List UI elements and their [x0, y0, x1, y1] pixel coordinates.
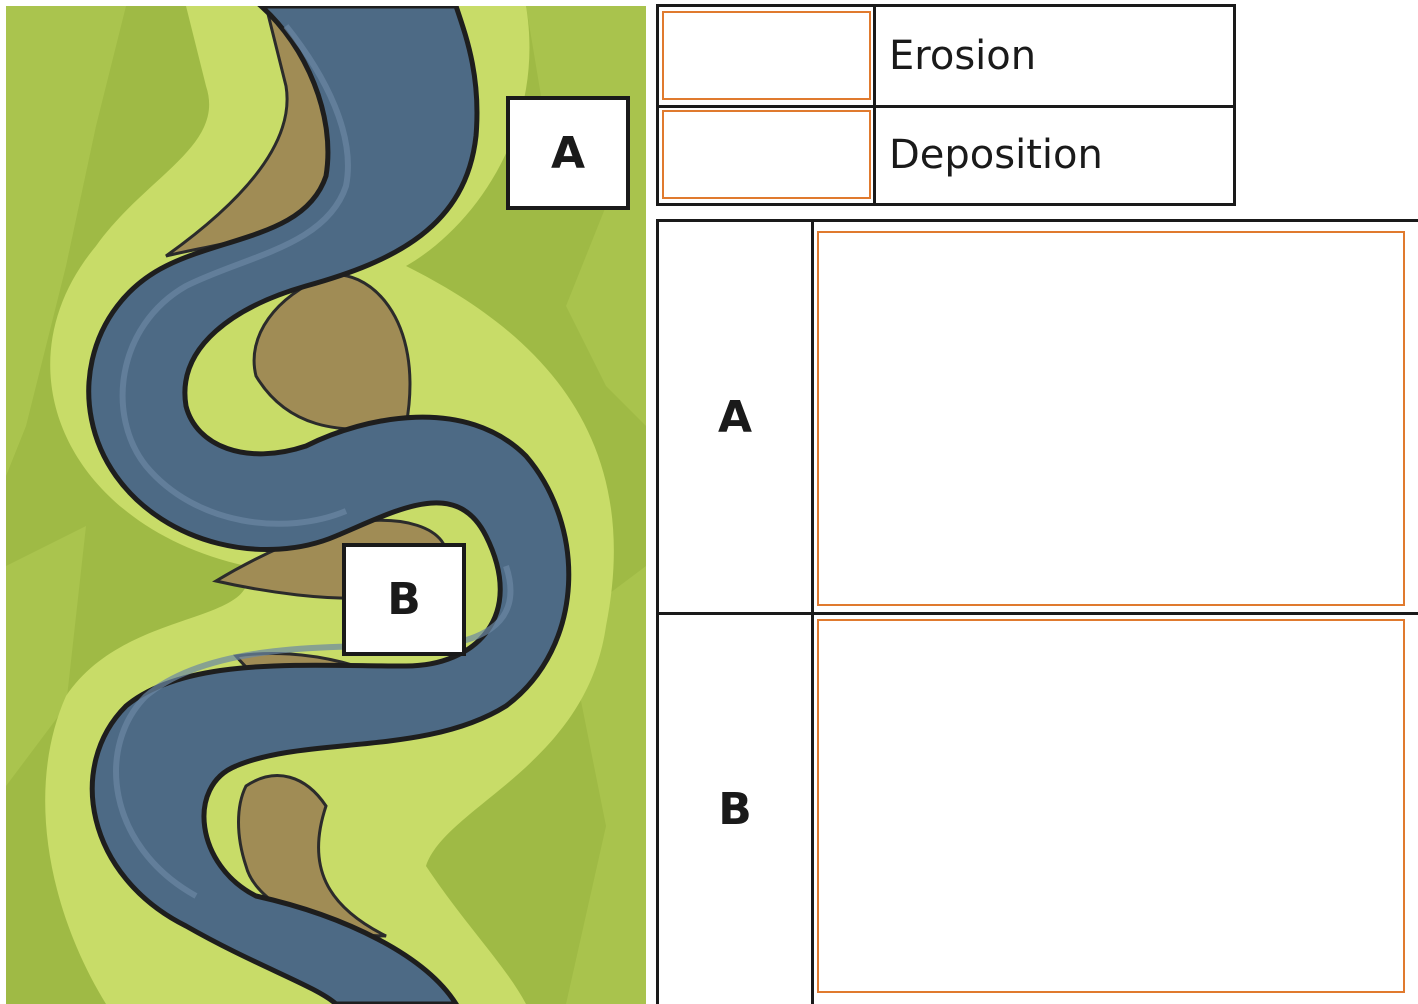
erosion-label: Erosion — [889, 33, 1037, 79]
answer-row-b: B — [659, 615, 1418, 1004]
deposition-color-box[interactable] — [662, 110, 871, 199]
key-divider — [873, 106, 876, 203]
answer-row-a: A — [659, 222, 1418, 615]
answer-table: A B — [656, 219, 1418, 1004]
answer-label-b: B — [718, 784, 752, 835]
river-meander-map: A B — [6, 6, 646, 1004]
key-row-deposition: Deposition — [659, 106, 1233, 203]
answer-label-a: A — [717, 391, 753, 443]
erosion-color-box[interactable] — [662, 11, 871, 100]
key-row-erosion: Erosion — [659, 7, 1233, 108]
answer-box-a[interactable] — [817, 231, 1405, 606]
answer-divider — [811, 615, 814, 1004]
map-label-b: B — [342, 543, 466, 656]
answer-divider — [811, 222, 814, 612]
deposition-label: Deposition — [889, 131, 1103, 178]
map-label-a: A — [506, 96, 630, 210]
key-divider — [873, 7, 876, 105]
answer-box-b[interactable] — [817, 619, 1405, 993]
key-table: Erosion Deposition — [656, 4, 1236, 206]
